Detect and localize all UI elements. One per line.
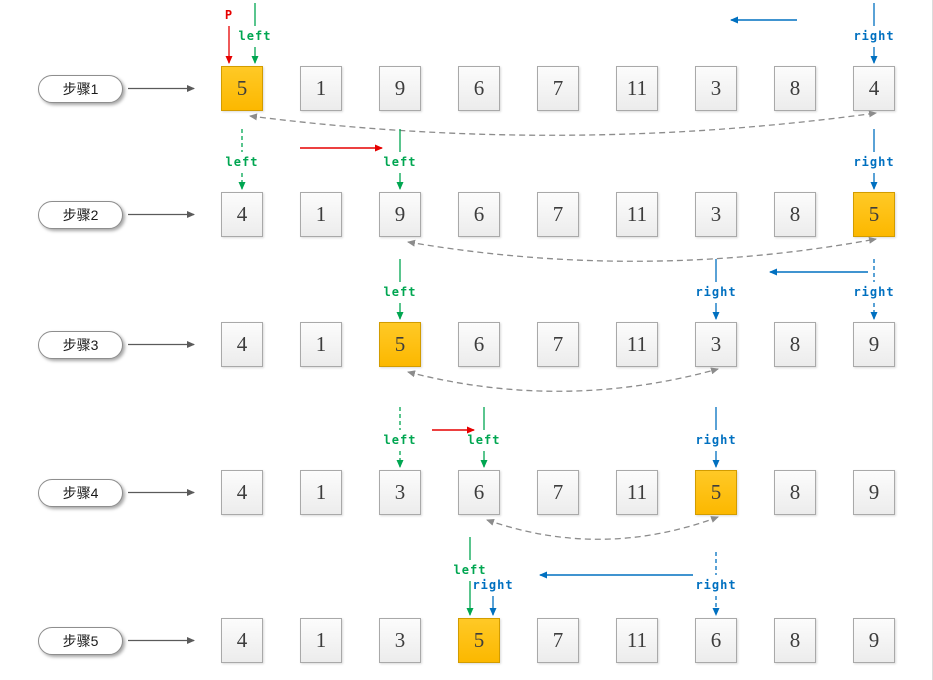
swap-arrow <box>407 236 877 262</box>
array-cell: 7 <box>537 618 579 663</box>
array-cell: 9 <box>853 322 895 367</box>
pointer-label-right: right <box>853 29 895 43</box>
array-cell-pivot: 5 <box>853 192 895 237</box>
pointer-label-left: left <box>383 285 417 299</box>
array-cell: 4 <box>221 470 263 515</box>
array-cell: 6 <box>458 66 500 111</box>
array-cell: 4 <box>221 618 263 663</box>
pointer-label-right: right <box>695 285 737 299</box>
array-cell: 3 <box>379 618 421 663</box>
array-cell: 3 <box>695 66 737 111</box>
pointer-label-right: right <box>472 578 514 592</box>
pointer-label-p: P <box>224 8 234 22</box>
array-cell: 3 <box>695 322 737 367</box>
array-cell: 9 <box>379 192 421 237</box>
array-cell: 4 <box>221 322 263 367</box>
array-cell: 9 <box>379 66 421 111</box>
array-cell: 11 <box>616 618 658 663</box>
array-cell: 7 <box>537 322 579 367</box>
array-cell: 4 <box>221 192 263 237</box>
step-label-5: 步骤5 <box>38 626 123 655</box>
array-cell: 8 <box>774 618 816 663</box>
array-cell: 8 <box>774 192 816 237</box>
array-cell: 11 <box>616 66 658 111</box>
array-cell: 6 <box>458 322 500 367</box>
array-cell: 7 <box>537 470 579 515</box>
array-cell: 9 <box>853 618 895 663</box>
pointer-label-right: right <box>853 155 895 169</box>
pointer-label-right: right <box>853 285 895 299</box>
array-cell: 3 <box>695 192 737 237</box>
step-label-3: 步骤3 <box>38 330 123 359</box>
array-cell: 8 <box>774 66 816 111</box>
array-cell: 1 <box>300 618 342 663</box>
array-cell: 7 <box>537 192 579 237</box>
array-cell-pivot: 5 <box>458 618 500 663</box>
array-cell: 3 <box>379 470 421 515</box>
pointer-label-left: left <box>383 433 417 447</box>
array-cell: 1 <box>300 192 342 237</box>
step-label-1: 步骤1 <box>38 74 123 103</box>
array-cell: 11 <box>616 322 658 367</box>
pointer-label-left: left <box>383 155 417 169</box>
swap-arrow <box>407 367 719 392</box>
pointer-label-right: right <box>695 433 737 447</box>
array-cell: 1 <box>300 66 342 111</box>
step-label-2: 步骤2 <box>38 200 123 229</box>
array-cell: 8 <box>774 470 816 515</box>
array-cell: 6 <box>695 618 737 663</box>
array-cell-pivot: 5 <box>695 470 737 515</box>
array-cell: 1 <box>300 470 342 515</box>
swap-arrow <box>486 516 719 540</box>
array-cell: 6 <box>458 470 500 515</box>
pointer-label-left: left <box>467 433 501 447</box>
pointer-label-left: left <box>225 155 259 169</box>
array-cell-pivot: 5 <box>379 322 421 367</box>
array-cell: 1 <box>300 322 342 367</box>
pointer-label-left: left <box>453 563 487 577</box>
swap-arrow <box>249 110 877 136</box>
array-cell-pivot: 5 <box>221 66 263 111</box>
array-cell: 7 <box>537 66 579 111</box>
array-cell: 6 <box>458 192 500 237</box>
pointer-label-right: right <box>695 578 737 592</box>
step-label-4: 步骤4 <box>38 478 123 507</box>
array-cell: 4 <box>853 66 895 111</box>
array-cell: 8 <box>774 322 816 367</box>
array-cell: 11 <box>616 192 658 237</box>
array-cell: 11 <box>616 470 658 515</box>
pointer-label-left: left <box>238 29 272 43</box>
array-cell: 9 <box>853 470 895 515</box>
